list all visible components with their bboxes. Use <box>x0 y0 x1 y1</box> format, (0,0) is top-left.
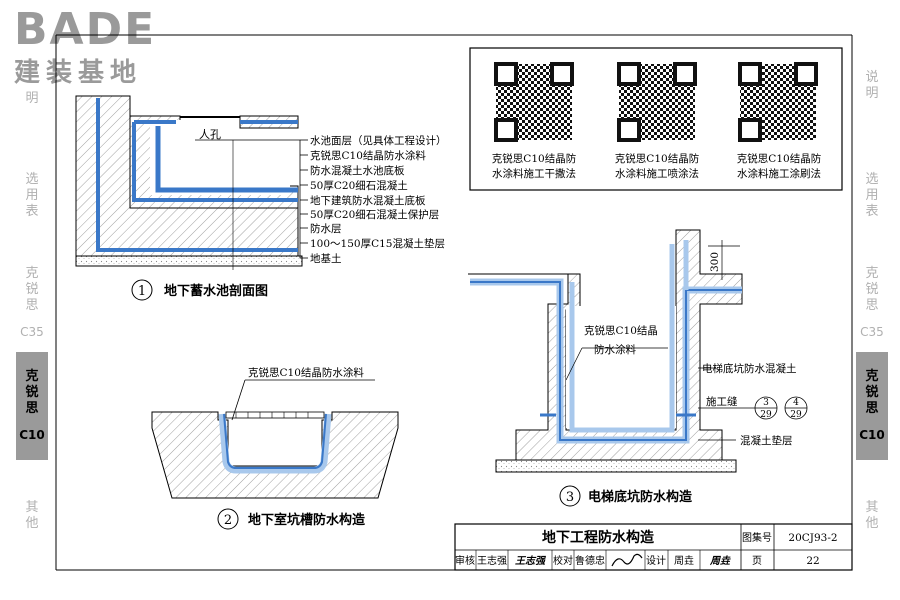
fig1-layer-9: 地基土 <box>310 252 342 265</box>
left-tab-other[interactable]: 其他 <box>16 494 48 538</box>
fig3-cushion: 混凝土垫层 <box>740 434 793 447</box>
page-number: 22 <box>806 555 819 567</box>
fig3-number-circle <box>559 485 581 507</box>
checker-name: 鲁德忠 <box>575 554 605 567</box>
right-tab-selection-table[interactable]: 选用表 <box>856 160 888 232</box>
fig3-dimension: 300 <box>709 252 721 272</box>
qr-caption-2a: 克锐思C10结晶防 <box>615 152 699 165</box>
fig1-manhole-label: 人孔 <box>199 128 221 141</box>
reviewer-signature: 王志强 <box>515 555 547 567</box>
fig1-drawing <box>75 95 308 270</box>
tab-sub: C35 <box>860 325 884 339</box>
qr-caption-3a: 克锐思C10结晶防 <box>737 152 821 165</box>
fig3-ref2-bottom: 29 <box>790 410 802 420</box>
tab-label: 克锐思 <box>25 369 39 416</box>
fig3-title: 电梯底坑防水构造 <box>588 489 693 505</box>
tab-label: 说明 <box>865 70 879 101</box>
fig1-layer-6: 50厚C20细石混凝土保护层 <box>310 208 439 221</box>
fig3-ref1-top: 3 <box>763 398 769 408</box>
qr-caption-2b: 水涂料施工喷涂法 <box>615 167 699 180</box>
right-tab-explanation[interactable]: 说明 <box>856 66 888 106</box>
tab-label: 克锐思 <box>25 266 39 313</box>
tab-label: 选用表 <box>865 172 879 219</box>
tab-sub: C35 <box>20 325 44 339</box>
fig1-layer-8: 100～150厚C15混凝土垫层 <box>310 237 445 250</box>
qr-caption-1b: 水涂料施工干撒法 <box>492 167 576 180</box>
fig1-layer-1: 水池面层（见具体工程设计） <box>310 134 447 147</box>
fig1-layer-4: 50厚C20细石混凝土 <box>310 179 408 192</box>
designer-signature: 周垚 <box>709 555 731 567</box>
fig2-title: 地下室坑槽防水构造 <box>248 512 366 528</box>
page-label: 页 <box>752 555 762 567</box>
left-tab-kreis-c10[interactable]: 克锐思 C10 <box>16 352 48 460</box>
tab-label: 明 <box>25 91 39 106</box>
tab-sub: C10 <box>19 428 45 442</box>
drawing-title: 地下工程防水构造 <box>542 529 654 546</box>
fig1-layer-7: 防水层 <box>310 222 342 235</box>
design-label: 设计 <box>646 554 666 567</box>
brand-subtitle: 建装基地 <box>14 58 143 88</box>
atlas-number: 20CJ93-2 <box>788 532 837 544</box>
right-tab-other[interactable]: 其他 <box>856 494 888 538</box>
fig1-layer-2: 克锐思C10结晶防水涂料 <box>310 149 426 162</box>
right-tab-kreis-c10[interactable]: 克锐思 C10 <box>856 352 888 460</box>
atlas-label: 图集号 <box>742 531 772 544</box>
qr-caption-3b: 水涂料施工涂刷法 <box>737 167 821 180</box>
qr-code-3[interactable] <box>738 62 818 142</box>
title-block-frame <box>454 523 853 571</box>
review-label: 审核 <box>455 554 475 567</box>
fig3-joint: 施工缝 <box>706 395 738 408</box>
fig3-ref1-bottom: 29 <box>760 410 772 420</box>
tab-sub: C10 <box>859 428 885 442</box>
tab-label: 克锐思 <box>865 266 879 313</box>
qr-code-2[interactable] <box>617 62 697 142</box>
tab-label: 选用表 <box>25 172 39 219</box>
brand-logo: BADE <box>14 4 157 55</box>
fig1-number: 1 <box>138 284 146 299</box>
right-tab-kreis-c35[interactable]: 克锐思 C35 <box>856 266 888 339</box>
tab-label: 其他 <box>25 500 39 531</box>
fig2-drawing <box>151 379 399 499</box>
tab-label: 其他 <box>865 500 879 531</box>
tab-label: 克锐思 <box>865 369 879 416</box>
fig2-coating-label: 克锐思C10结晶防水涂料 <box>248 366 364 379</box>
left-tab-selection-table[interactable]: 选用表 <box>16 160 48 232</box>
fig3-drawing <box>468 229 756 473</box>
fig2-number: 2 <box>224 513 232 528</box>
fig3-number: 3 <box>566 490 574 505</box>
left-tab-kreis-c35[interactable]: 克锐思 C35 <box>16 266 48 339</box>
fig3-ref2-top: 4 <box>793 398 799 408</box>
fig1-number-circle <box>131 279 153 301</box>
check-label: 校对 <box>553 554 573 567</box>
fig3-coating-1: 克锐思C10结晶 <box>584 324 658 337</box>
fig1-title: 地下蓄水池剖面图 <box>164 283 268 299</box>
designer-name: 周垚 <box>674 555 694 567</box>
fig3-pit-concrete: 电梯底坑防水混凝土 <box>702 362 797 375</box>
fig1-layer-3: 防水混凝土水池底板 <box>310 164 405 177</box>
fig1-layer-5: 地下建筑防水混凝土底板 <box>310 194 426 207</box>
qr-code-1[interactable] <box>494 62 574 142</box>
qr-caption-1a: 克锐思C10结晶防 <box>492 152 576 165</box>
fig2-number-circle <box>217 508 239 530</box>
reviewer-name: 王志强 <box>477 554 507 567</box>
fig3-coating-2: 防水涂料 <box>594 343 636 356</box>
left-tab-explanation[interactable]: 明 <box>16 84 48 114</box>
checker-signature <box>611 553 643 567</box>
